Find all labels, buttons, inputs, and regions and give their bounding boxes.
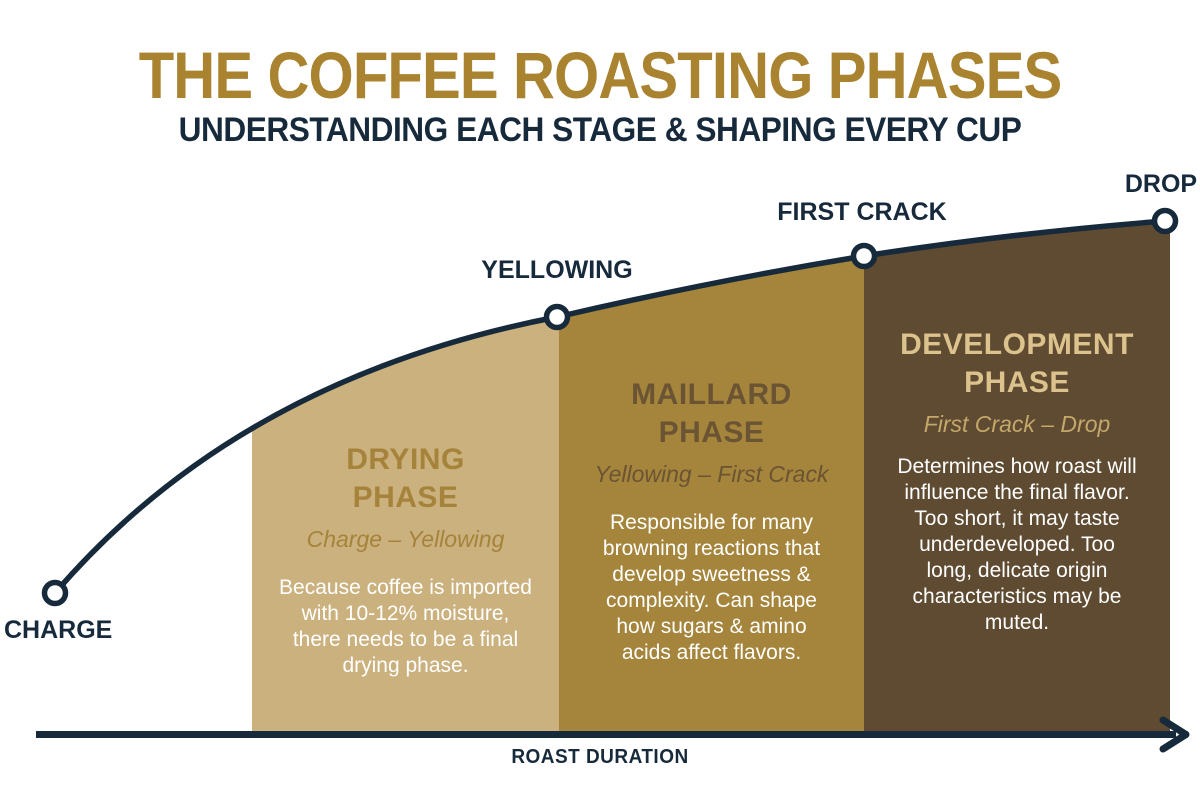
phase-title-drying-line2: PHASE — [352, 480, 459, 514]
milestone-label-yellowing: YELLOWING — [481, 256, 633, 284]
milestone-dot-charge — [41, 579, 69, 607]
page-title: THE COFFEE ROASTING PHASES — [138, 38, 1063, 112]
page-subtitle: UNDERSTANDING EACH STAGE & SHAPING EVERY… — [178, 111, 1022, 149]
x-axis-label: ROAST DURATION — [511, 746, 689, 768]
phase-description-drying: Because coffee is imported with 10-12% m… — [279, 575, 532, 677]
milestone-label-charge: CHARGE — [4, 616, 113, 644]
roast-curve-line — [52, 218, 1168, 596]
phase-title-development-line2: PHASE — [964, 365, 1070, 399]
phase-title-maillard: MAILLARD PHASE — [559, 376, 864, 452]
milestone-label-first-crack: FIRST CRACK — [777, 198, 947, 226]
milestone-label-drop: DROP — [1124, 170, 1198, 198]
phase-area-drying — [252, 316, 559, 731]
phase-title-development: DEVELOPMENT PHASE — [864, 326, 1170, 402]
x-axis-arrowhead-icon — [1159, 716, 1190, 753]
phase-range-maillard: Yellowing – First Crack — [594, 460, 829, 487]
phase-title-maillard-line1: MAILLARD — [631, 378, 792, 411]
phase-card-development: DEVELOPMENT PHASE First Crack – Drop Det… — [864, 326, 1170, 636]
phase-range-drying: Charge – Yellowing — [306, 525, 505, 552]
phase-description-development: Determines how roast will influence the … — [897, 454, 1137, 634]
phase-title-maillard-line2: PHASE — [658, 415, 765, 449]
phase-card-maillard: MAILLARD PHASE Yellowing – First Crack R… — [559, 376, 864, 666]
phase-description-maillard: Responsible for many browning reactions … — [602, 510, 821, 664]
phase-range-development: First Crack – Drop — [923, 410, 1111, 437]
phase-area-development — [864, 221, 1170, 731]
milestone-dot-drop — [1151, 207, 1179, 235]
milestone-dot-yellowing — [543, 303, 571, 331]
phase-area-maillard — [559, 256, 864, 731]
phase-title-drying-line1: DRYING — [346, 443, 465, 476]
phase-card-drying: DRYING PHASE Charge – Yellowing Because … — [252, 441, 559, 679]
milestone-dot-first-crack — [850, 242, 878, 270]
phase-title-development-line1: DEVELOPMENT — [900, 328, 1134, 361]
phase-title-drying: DRYING PHASE — [252, 441, 559, 517]
